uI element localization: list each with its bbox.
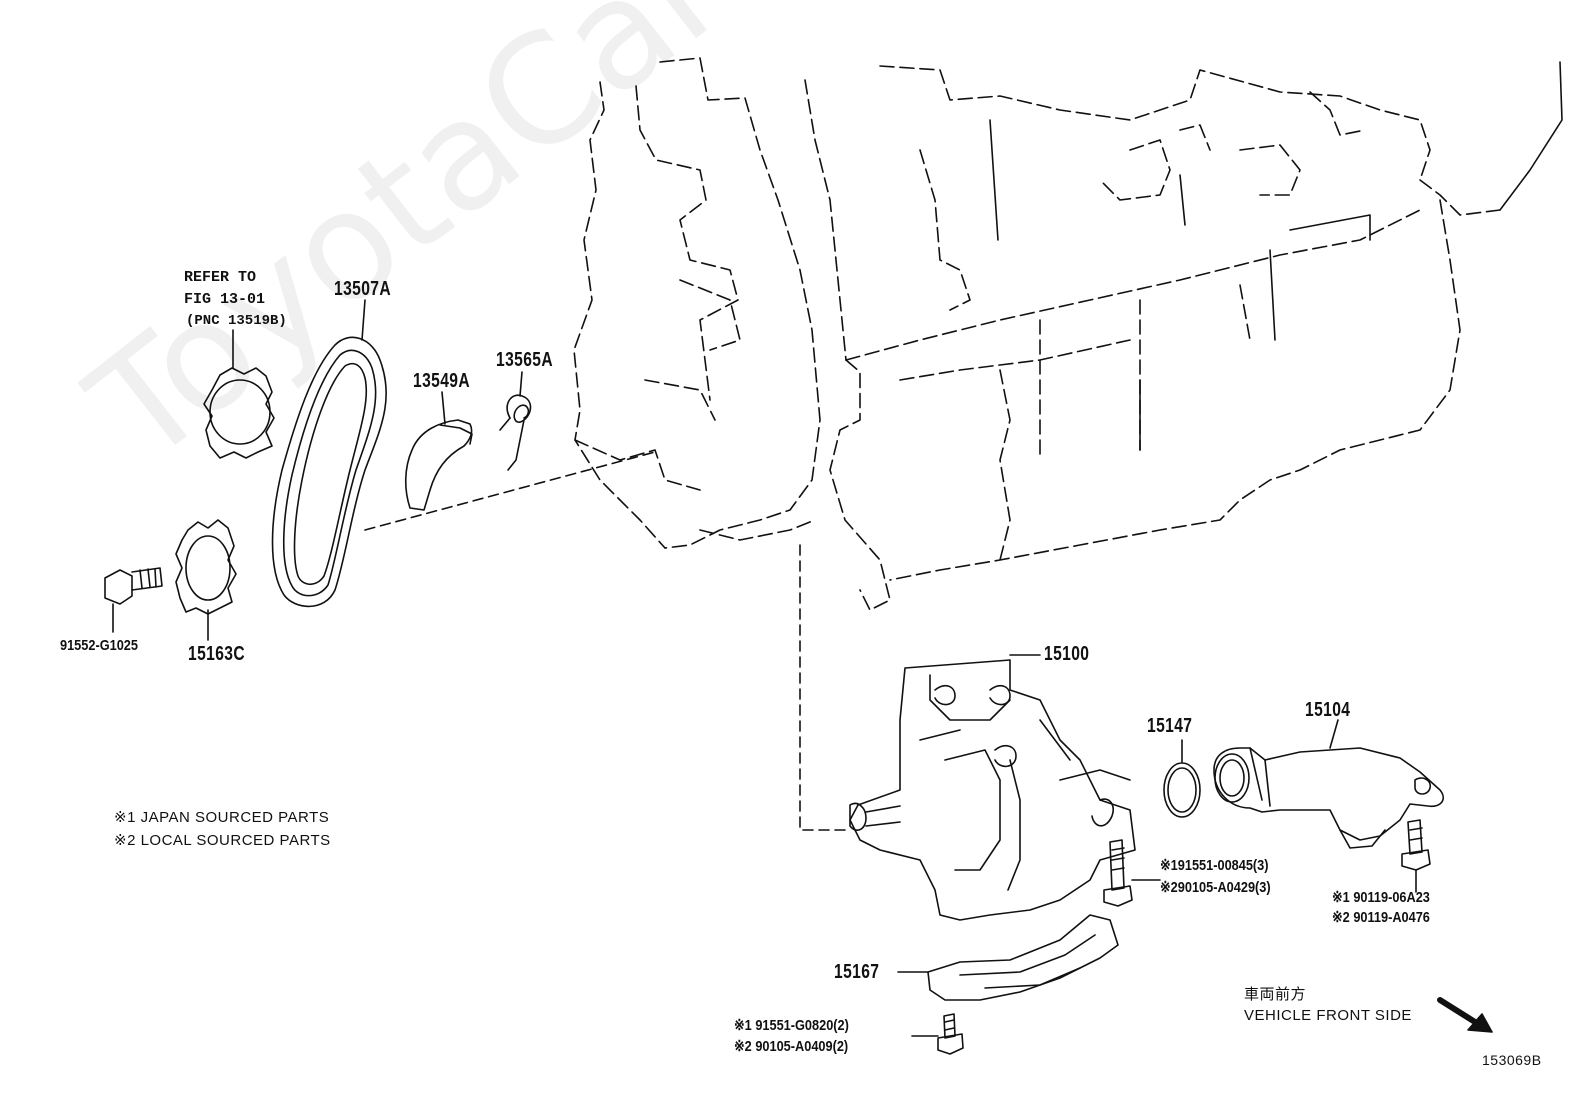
timing-chain-13507A (271, 336, 387, 608)
leader-13549A (441, 391, 446, 425)
front-label-en: VEHICLE FRONT SIDE (1244, 1007, 1412, 1024)
part-label-15104[interactable]: 15104 (1305, 699, 1351, 721)
bolt-right-label-1[interactable]: ※1 90119-06A23 (1332, 889, 1430, 906)
figure-id: 153069B (1482, 1052, 1542, 1068)
bolt-middle (1103, 839, 1133, 907)
part-label-13565A[interactable]: 13565A (496, 349, 553, 371)
part-label-91552-G1025[interactable]: 91552-G1025 (60, 637, 138, 654)
bolt-91552 (104, 567, 163, 605)
front-label-jp: 車両前方 (1244, 985, 1307, 1003)
reference-dashed-line-2 (799, 544, 851, 831)
engine-block-outline (573, 57, 1501, 611)
strainer-15104 (1213, 747, 1444, 849)
refer-line-3: (PNC 13519B) (186, 313, 287, 329)
bolt-right-label-2[interactable]: ※2 90119-A0476 (1332, 909, 1430, 926)
part-label-13549A[interactable]: 13549A (413, 370, 470, 392)
bolt-bottom-label-2[interactable]: ※2 90105-A0409(2) (734, 1038, 849, 1055)
baffle-15167 (927, 914, 1119, 1001)
refer-line-1: REFER TO (184, 269, 257, 286)
oil-pump-15100 (849, 659, 1136, 921)
part-label-15163C[interactable]: 15163C (188, 643, 245, 665)
part-label-15147[interactable]: 15147 (1147, 715, 1193, 737)
tensioner-13549A (404, 419, 473, 511)
legend-line-1: ※1 JAPAN SOURCED PARTS (114, 809, 330, 826)
legend-line-2: ※2 LOCAL SOURCED PARTS (114, 832, 331, 849)
bolt-bottom (937, 1013, 964, 1055)
front-arrow (1437, 997, 1493, 1033)
bolt-bottom-label-1[interactable]: ※1 91551-G0820(2) (734, 1017, 849, 1034)
leader-15104 (1329, 719, 1339, 749)
refer-line-2: FIG 13-01 (184, 291, 266, 308)
part-label-13507A[interactable]: 13507A (334, 278, 391, 300)
sprocket-15163C (175, 519, 237, 615)
part-label-15100[interactable]: 15100 (1044, 643, 1090, 665)
bolt-right (1401, 819, 1431, 871)
o-ring-15147 (1163, 762, 1201, 818)
leader-13565A (519, 371, 523, 397)
part-label-15167[interactable]: 15167 (834, 961, 880, 983)
bolt-middle-label-2[interactable]: ※290105-A0429(3) (1160, 879, 1271, 896)
leader-13507A (361, 299, 366, 341)
sprocket-refer (203, 367, 275, 459)
reference-dashed-line (364, 451, 656, 531)
spring-13565A (499, 394, 532, 471)
bolt-middle-label-1[interactable]: ※191551-00845(3) (1160, 857, 1269, 874)
engine-block-solid-lines (989, 61, 1563, 451)
